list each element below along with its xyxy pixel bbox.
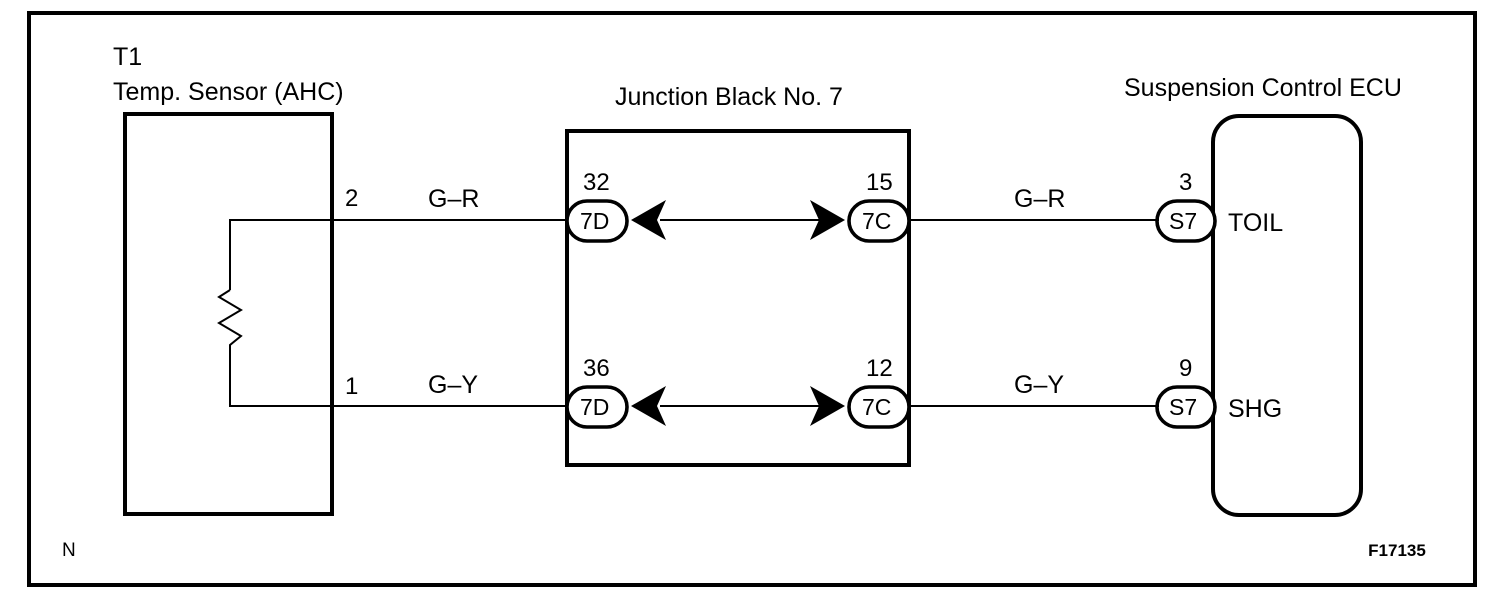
arrow-left-top xyxy=(631,200,666,240)
ecu-terminal-label-shg: SHG xyxy=(1228,395,1282,423)
ecu-title: Suspension Control ECU xyxy=(1124,74,1402,102)
wire-label-top-right: G–R xyxy=(1014,185,1065,213)
terminal-code-s7-top: S7 xyxy=(1169,208,1197,234)
arrow-right-top xyxy=(810,200,845,240)
temp-sensor-pin-2: 2 xyxy=(345,185,358,212)
arrow-left-bottom xyxy=(631,386,666,426)
ecu-body xyxy=(1211,114,1363,517)
component-temp-sensor: T1 Temp. Sensor (AHC) 2 1 xyxy=(113,43,358,516)
figure-code: F17135 xyxy=(1368,541,1426,560)
temp-sensor-body xyxy=(123,112,334,516)
junction-connector-7c-12: 12 7C xyxy=(810,355,911,429)
wire-label-bottom-left: G–Y xyxy=(428,371,478,399)
connector-code-7c-top: 7C xyxy=(862,208,891,234)
component-junction-block: Junction Black No. 7 32 7D 15 7C xyxy=(565,83,911,467)
ecu-pin-9: 9 xyxy=(1179,355,1192,382)
note-mark: N xyxy=(62,540,76,561)
junction-pin-15: 15 xyxy=(866,169,893,196)
junction-block-body xyxy=(565,129,911,467)
terminal-code-s7-bottom: S7 xyxy=(1169,394,1197,420)
connector-code-7c-bottom: 7C xyxy=(862,394,891,420)
temp-sensor-name: Temp. Sensor (AHC) xyxy=(113,78,344,106)
ecu-terminal-shg: 9 S7 SHG xyxy=(1155,355,1282,429)
junction-connector-7c-15: 15 7C xyxy=(810,169,911,243)
wire-label-bottom-right: G–Y xyxy=(1014,371,1064,399)
ecu-pin-3: 3 xyxy=(1179,169,1192,196)
junction-pin-12: 12 xyxy=(866,355,893,382)
resistor-symbol xyxy=(217,289,243,348)
junction-pin-32: 32 xyxy=(583,169,610,196)
wire-label-top-left: G–R xyxy=(428,185,479,213)
ecu-terminal-toil: 3 S7 TOIL xyxy=(1155,169,1283,243)
connector-code-7d-top: 7D xyxy=(580,208,609,234)
junction-block-title: Junction Black No. 7 xyxy=(615,83,843,111)
junction-connector-7d-36: 36 7D xyxy=(565,355,666,429)
junction-pin-36: 36 xyxy=(583,355,610,382)
ecu-terminal-label-toil: TOIL xyxy=(1228,209,1283,237)
wire-layer: G–R G–R G–Y G–Y xyxy=(332,185,1159,407)
arrow-right-bottom xyxy=(810,386,845,426)
component-suspension-ecu: Suspension Control ECU 3 S7 TOIL 9 S7 SH… xyxy=(1124,74,1402,517)
resistor-circuit xyxy=(217,219,332,407)
connector-code-7d-bottom: 7D xyxy=(580,394,609,420)
temp-sensor-ref: T1 xyxy=(113,43,142,71)
temp-sensor-pin-1: 1 xyxy=(345,373,358,400)
junction-connector-7d-32: 32 7D xyxy=(565,169,666,243)
outer-frame xyxy=(27,11,1477,587)
